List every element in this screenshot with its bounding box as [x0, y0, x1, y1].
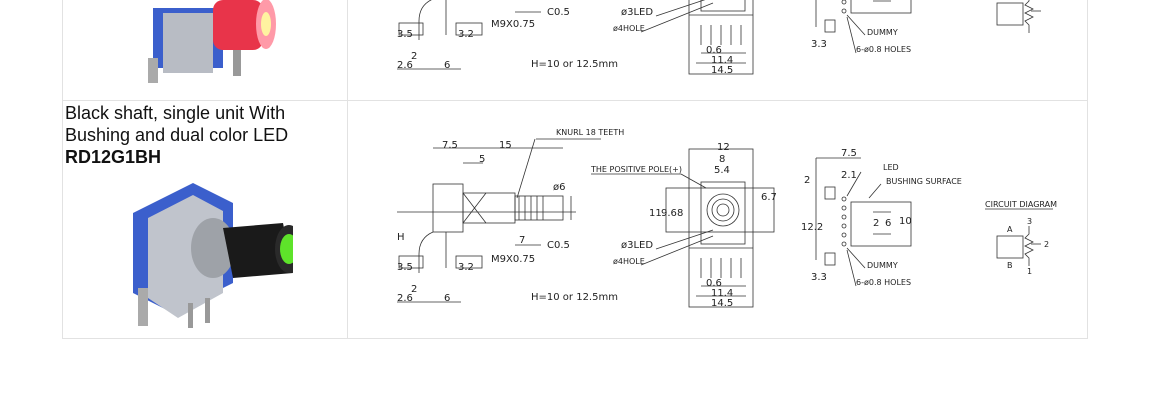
dim: 2.6 [397, 293, 413, 304]
dim: 14.5 [711, 298, 733, 309]
dim: 12 [717, 142, 730, 153]
led-pin-label: B [1007, 261, 1013, 270]
dim: 6 [885, 218, 891, 229]
technical-drawing: KNURL 18 TEETH 7.5 15 5 ø6 H 7 C0.5 M9X0… [396, 128, 1057, 309]
dim: 2 [411, 51, 417, 62]
product-cell: Black shaft, single unit With Bushing an… [63, 101, 348, 338]
dim: H [397, 232, 405, 243]
dim: 2.1 [841, 170, 857, 181]
hole-label: ø4HOLE [613, 24, 645, 33]
dim: 2.6 [397, 60, 413, 71]
drawing-cell: M9X0.75 C0.5 3.5 3.2 2 2.6 6 H=10 or 12.… [348, 0, 1087, 100]
height-note: H=10 or 12.5mm [531, 59, 618, 70]
dim: 0.6 [706, 45, 722, 56]
knurl-label: KNURL 18 TEETH [556, 128, 624, 137]
dim: 7.5 [841, 148, 857, 159]
dim: ø6 [553, 182, 565, 193]
dim: 6.7 [761, 192, 777, 203]
dim: 8 [719, 154, 725, 165]
chamfer-label: C0.5 [547, 240, 570, 251]
thread-label: M9X0.75 [491, 19, 535, 30]
holes-label: 6-ø0.8 HOLES [856, 278, 911, 287]
dim: 5 [479, 154, 485, 165]
product-description: Black shaft, single unit With Bushing an… [65, 102, 288, 168]
led-label: ø3LED [621, 7, 653, 18]
led-pin-label: A [1007, 225, 1013, 234]
technical-drawing: M9X0.75 C0.5 3.5 3.2 2 2.6 6 H=10 or 12.… [396, 0, 1054, 76]
product-image-black-shaft [133, 183, 293, 328]
dim: 14.5 [711, 65, 733, 76]
dim: 7 [519, 235, 525, 246]
dim: 12.2 [801, 222, 823, 233]
holes-label: 6-ø0.8 HOLES [856, 45, 911, 54]
circuit-title: CIRCUIT DIAGRAM [985, 200, 1057, 209]
shaft [223, 223, 293, 278]
dummy-label: DUMMY [867, 28, 898, 37]
description-line: Bushing and dual color LED [65, 125, 289, 145]
led-label: ø3LED [621, 240, 653, 251]
dim: 2 [411, 284, 417, 295]
dim: 11.4 [711, 288, 733, 299]
dim: 7.5 [442, 140, 458, 151]
pin-label: 3 [1027, 217, 1032, 226]
led-icon [280, 234, 293, 264]
dim: 2 [804, 175, 810, 186]
dim: 15 [499, 140, 512, 151]
bushing-label: BUSHING SURFACE [886, 177, 962, 186]
dim: 6 [444, 293, 450, 304]
led-label: LED [883, 163, 899, 172]
hole-label: ø4HOLE [613, 257, 645, 266]
table-row: Black shaft, single unit With Bushing an… [63, 101, 1087, 338]
dim: 10 [899, 216, 912, 227]
dummy-label: DUMMY [867, 261, 898, 270]
dim: 3.5 [397, 262, 413, 273]
dim: 0.6 [706, 278, 722, 289]
dim: 3.2 [458, 29, 474, 40]
product-table: M9X0.75 C0.5 3.5 3.2 2 2.6 6 H=10 or 12.… [62, 0, 1088, 339]
dim: 3.5 [397, 29, 413, 40]
dim: 3.2 [458, 262, 474, 273]
positive-pole-label: THE POSITIVE POLE(+) [590, 165, 682, 174]
pin-label: 2 [1044, 240, 1049, 249]
dim: 11.4 [711, 55, 733, 66]
height-note: H=10 or 12.5mm [531, 292, 618, 303]
dim: 3.3 [811, 39, 827, 50]
chamfer-label: C0.5 [547, 7, 570, 18]
dim: 8 [677, 208, 683, 219]
thread-label: M9X0.75 [491, 254, 535, 265]
dim: 11 [649, 208, 662, 219]
dim: 9.6 [661, 208, 677, 219]
dim: 2 [873, 218, 879, 229]
product-cell [63, 0, 348, 100]
dim: 6 [444, 60, 450, 71]
product-image-red-shaft [148, 0, 276, 83]
pin-label: 1 [1027, 267, 1032, 276]
dim: 5.4 [714, 165, 730, 176]
drawing-cell: KNURL 18 TEETH 7.5 15 5 ø6 H 7 C0.5 M9X0… [348, 101, 1087, 338]
description-line: Black shaft, single unit With [65, 103, 286, 123]
table-row: M9X0.75 C0.5 3.5 3.2 2 2.6 6 H=10 or 12.… [63, 0, 1087, 101]
dim: 3.3 [811, 272, 827, 283]
shaft [213, 0, 263, 50]
product-model: RD12G1BH [65, 147, 162, 167]
